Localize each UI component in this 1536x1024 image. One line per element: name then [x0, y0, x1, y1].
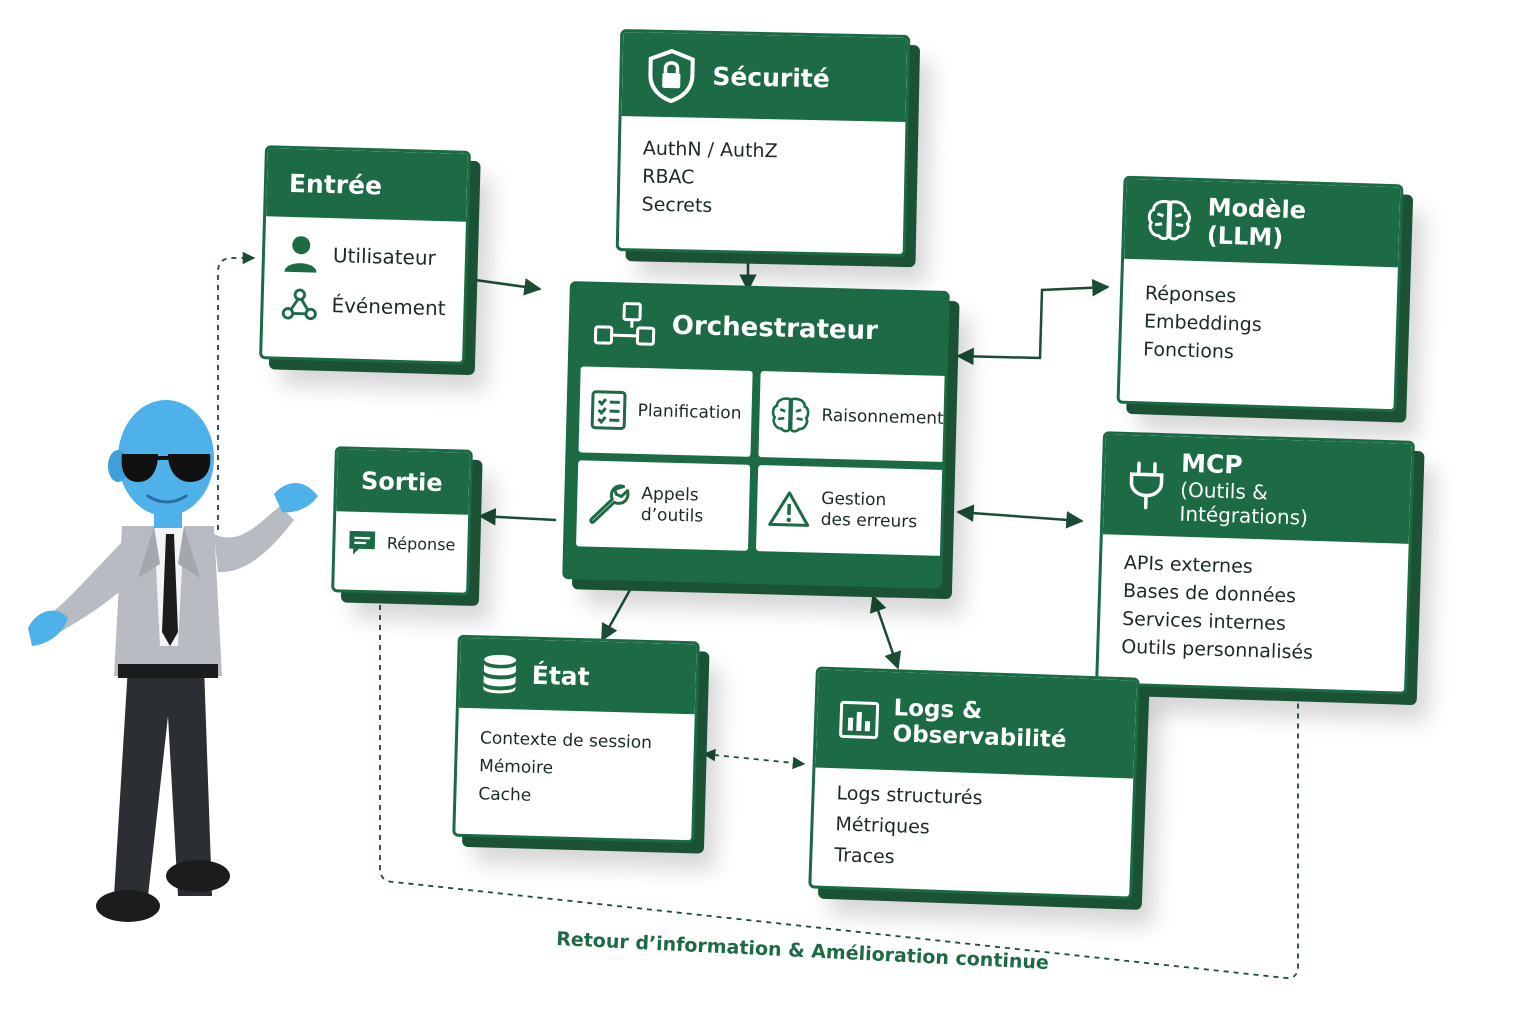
orchestrateur-cell-text: Gestion des erreurs [820, 489, 917, 534]
arrow-entree-to-orchestrateur [467, 277, 542, 296]
dashed-etat-logs [702, 748, 806, 770]
mascot-illustration [28, 400, 318, 922]
sortie-content: Réponse [335, 511, 469, 576]
orchestrateur-cell-planification: Planification [578, 366, 753, 457]
orchestrateur-grid: Planification Raisonnement App [566, 362, 950, 566]
mcp-box: MCP (Outils & Intégrations) APIs externe… [1095, 431, 1415, 695]
securite-header: Sécurité [621, 32, 908, 122]
arrow-orchestrateur-mcp [956, 504, 1084, 529]
database-icon [483, 654, 517, 694]
entree-item-label: Événement [331, 293, 446, 321]
sortie-item: Réponse [386, 533, 456, 555]
orchestrateur-cell-raisonnement: Raisonnement [758, 371, 950, 463]
entree-item-utilisateur: Utilisateur [282, 229, 447, 284]
mcp-heading: MCP (Outils & Intégrations) [1179, 448, 1389, 531]
logs-list: Logs structurés Métriques Traces [811, 767, 1133, 895]
etat-header: État [458, 637, 697, 715]
chat-icon [349, 530, 376, 555]
entree-header: Entrée [266, 148, 468, 222]
orchestrateur-cell-text: Raisonnement [821, 405, 944, 429]
orchestrateur-header: Orchestrateur [570, 284, 947, 372]
mcp-list: APIs externes Bases de données Services … [1098, 534, 1408, 684]
logs-box: Logs & Observabilité Logs structurés Mét… [808, 666, 1140, 900]
sortie-title: Sortie [360, 466, 443, 498]
dashed-feedback-loop-left [217, 251, 256, 530]
mcp-header: MCP (Outils & Intégrations) [1102, 434, 1412, 544]
modele-title: Modèle (LLM) [1206, 193, 1307, 252]
entree-list: Utilisateur Événement [263, 216, 466, 346]
etat-box: État Contexte de session Mémoire Cache [452, 634, 700, 844]
orchestrateur-title: Orchestrateur [671, 310, 879, 347]
workflow-icon [593, 302, 656, 346]
entree-item-label: Utilisateur [332, 243, 437, 270]
etat-list: Contexte de session Mémoire Cache [456, 708, 695, 829]
logs-header: Logs & Observabilité [815, 669, 1137, 779]
mcp-title: MCP [1180, 448, 1244, 480]
cell-line2: des erreurs [820, 509, 918, 533]
wrench-icon [589, 484, 630, 524]
brain-icon [771, 397, 810, 433]
etat-item: Cache [478, 784, 532, 806]
entree-item-evenement: Événement [281, 279, 446, 334]
etat-title: État [531, 660, 591, 691]
arrow-orchestrateur-etat [600, 570, 642, 642]
modele-header: Modèle (LLM) [1124, 178, 1401, 268]
entree-box: Entrée Utilisateur Événement [259, 145, 471, 365]
arrow-orchestrateur-to-sortie [478, 508, 557, 526]
orchestrateur-cell-text: Planification [637, 400, 741, 424]
securite-item: Secrets [641, 193, 713, 217]
cell-line1: Appels [641, 484, 699, 506]
orchestrateur-cell-appels-outils: Appels d’outils [576, 460, 751, 551]
cell-line2: d’outils [640, 505, 704, 527]
arrow-orchestrateur-modele [956, 278, 1110, 366]
orchestrateur-box: Orchestrateur Planification [562, 281, 950, 589]
brain-icon [1147, 199, 1191, 241]
orchestrateur-cell-text: Appels d’outils [641, 484, 704, 528]
securite-list: AuthN / AuthZ RBAC Secrets [619, 116, 905, 238]
logs-title: Logs & Observabilité [892, 695, 1067, 754]
modele-box: Modèle (LLM) Réponses Embeddings Fonctio… [1116, 175, 1404, 413]
shield-lock-icon [648, 48, 695, 104]
modele-item: Fonctions [1142, 338, 1235, 364]
sortie-header: Sortie [336, 449, 470, 515]
securite-box: Sécurité AuthN / AuthZ RBAC Secrets [615, 28, 911, 258]
sortie-box: Sortie Réponse [331, 446, 473, 596]
user-icon [284, 236, 317, 273]
webhook-icon [281, 288, 317, 321]
checklist-icon [590, 390, 627, 430]
cell-line1: Planification [637, 400, 742, 424]
entree-title: Entrée [288, 168, 383, 200]
arrow-orchestrateur-logs [869, 594, 902, 670]
cell-line1: Gestion [821, 488, 887, 511]
dashed-feedback-loop-bottom [379, 595, 1299, 979]
modele-list: Réponses Embeddings Fonctions [1120, 259, 1398, 386]
orchestrateur-cell-gestion-erreurs: Gestion des erreurs [755, 465, 950, 557]
warning-icon [768, 491, 810, 527]
plug-icon [1129, 461, 1164, 510]
cell-line1: Raisonnement [821, 405, 945, 429]
securite-title: Sécurité [712, 61, 831, 93]
bar-chart-icon [839, 700, 880, 740]
mcp-subtitle: (Outils & Intégrations) [1179, 477, 1309, 530]
